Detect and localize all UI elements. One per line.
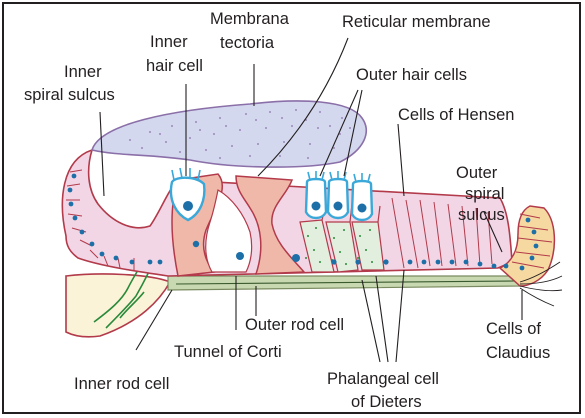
label-inner-rod-cell: Inner rod cell bbox=[74, 375, 169, 393]
label-phalangeal-cell-2: of Dieters bbox=[351, 393, 422, 411]
label-inner-hair-cell-2: hair cell bbox=[146, 57, 203, 75]
label-outer-spiral-sulcus-3: sulcus bbox=[458, 206, 505, 224]
label-membrana-tectoria-2: tectoria bbox=[220, 34, 275, 52]
label-outer-hair-cells: Outer hair cells bbox=[356, 66, 467, 84]
label-membrana-tectoria-1: Membrana bbox=[210, 10, 290, 28]
outer-hair-cells bbox=[306, 171, 372, 220]
outer-hair-cell bbox=[328, 171, 348, 218]
label-reticular-membrane: Reticular membrane bbox=[342, 13, 491, 31]
label-cells-of-claudius-2: Claudius bbox=[486, 344, 550, 362]
label-outer-rod-cell: Outer rod cell bbox=[245, 316, 344, 334]
outer-hair-cell bbox=[306, 171, 326, 218]
label-outer-spiral-sulcus-2: spiral bbox=[465, 185, 504, 203]
membrana-tectoria bbox=[92, 101, 366, 167]
spiral-limbus bbox=[66, 274, 170, 337]
label-cells-of-hensen: Cells of Hensen bbox=[398, 106, 514, 124]
label-inner-spiral-sulcus-1: Inner bbox=[64, 63, 102, 81]
label-inner-hair-cell-1: Inner bbox=[150, 33, 188, 51]
label-tunnel-of-corti: Tunnel of Corti bbox=[174, 343, 282, 361]
label-cells-of-claudius-1: Cells of bbox=[486, 320, 541, 338]
label-inner-spiral-sulcus-2: spiral sulcus bbox=[24, 86, 115, 104]
label-phalangeal-cell-1: Phalangeal cell bbox=[327, 370, 439, 388]
label-outer-spiral-sulcus-1: Outer bbox=[456, 164, 498, 182]
outer-hair-cell bbox=[352, 173, 372, 220]
